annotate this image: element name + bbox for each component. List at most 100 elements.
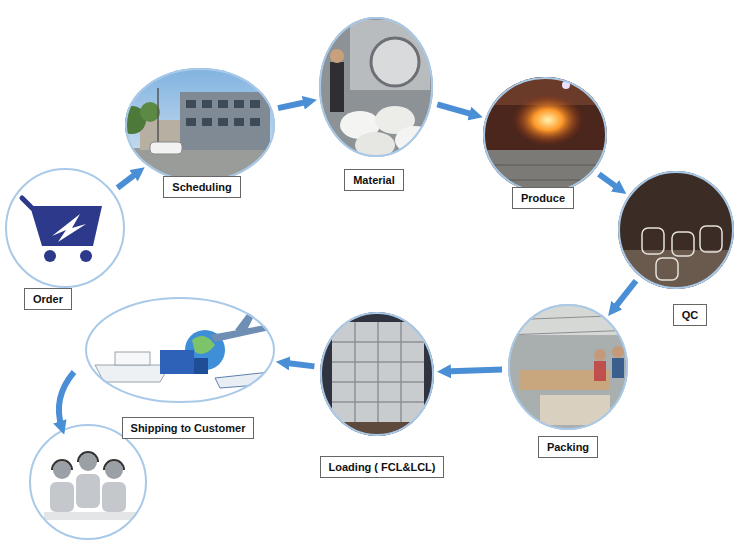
step-label: Shipping to Customer — [122, 417, 255, 439]
picture-part — [612, 346, 624, 358]
picture-part — [642, 228, 664, 254]
picture-part — [186, 118, 196, 126]
picture-part — [218, 118, 228, 126]
picture-part — [53, 461, 71, 479]
picture-part — [315, 15, 440, 160]
picture-part — [505, 300, 635, 435]
step-label: Produce — [512, 187, 574, 209]
picture-part — [186, 100, 196, 108]
picture-part — [400, 322, 402, 422]
picture-part — [150, 142, 182, 154]
flow-arrow — [437, 104, 476, 115]
process-step: QC — [618, 171, 734, 289]
picture-part — [102, 482, 126, 512]
picture-part — [656, 258, 678, 280]
step-circle-outline — [320, 18, 432, 156]
picture-part — [157, 88, 159, 150]
step-circle-outline — [126, 69, 274, 181]
step-circle-outline — [6, 169, 124, 287]
picture-part — [480, 165, 610, 166]
step-label: Order — [24, 288, 72, 310]
step-circle — [319, 17, 433, 157]
picture-part — [234, 100, 244, 108]
picture-part — [354, 322, 356, 422]
picture-part — [186, 100, 260, 126]
step-circle — [5, 168, 125, 288]
picture-part — [80, 295, 280, 405]
picture-part — [194, 358, 208, 374]
picture-part — [44, 250, 56, 262]
picture-part — [318, 422, 438, 442]
picture-part — [594, 349, 606, 361]
picture-part — [330, 62, 344, 112]
picture-part — [105, 461, 123, 479]
service-circle-outline — [30, 425, 146, 539]
process-step: Shipping to Customer — [85, 297, 275, 403]
furnace-picture — [480, 75, 610, 195]
picture-part — [76, 474, 100, 508]
process-step: Material — [319, 17, 433, 157]
step-label: Loading ( FCL&LCL) — [320, 456, 445, 478]
flow-arrow — [59, 372, 74, 428]
picture-part — [192, 336, 215, 354]
process-step: Produce — [483, 77, 607, 193]
picture-part — [202, 118, 212, 126]
picture-part — [0, 160, 130, 290]
picture-part — [377, 322, 379, 422]
picture-part — [700, 226, 722, 252]
picture-part — [140, 102, 160, 122]
step-circle-outline — [321, 313, 433, 435]
picture-part — [615, 170, 740, 295]
flow-arrow — [599, 174, 621, 190]
picture-part — [594, 361, 606, 381]
glass-inspection-picture — [615, 170, 740, 295]
process-step: Loading ( FCL&LCL) — [320, 312, 434, 436]
step-circle — [618, 171, 734, 289]
picture-part — [180, 92, 270, 150]
step-circle — [125, 68, 275, 182]
picture-part — [80, 250, 92, 262]
picture-part — [50, 474, 126, 512]
picture-part — [104, 460, 124, 470]
packing-workshop-picture — [505, 300, 635, 435]
picture-part — [95, 365, 170, 382]
picture-part — [250, 100, 260, 108]
process-step: Packing — [508, 304, 628, 430]
flow-arrow — [278, 101, 310, 108]
picture-part — [50, 482, 74, 512]
picture-part — [350, 20, 430, 90]
picture-part — [115, 352, 150, 365]
picture-part — [30, 206, 102, 246]
picture-part — [160, 350, 194, 374]
picture-part — [612, 358, 624, 378]
picture-part — [52, 452, 124, 470]
service-circle — [30, 425, 146, 539]
picture-part — [234, 118, 244, 126]
step-circle — [508, 304, 628, 430]
flow-arrow — [444, 369, 502, 371]
customer-service-picture — [44, 452, 136, 520]
step-circle — [320, 312, 434, 436]
step-circle — [483, 77, 607, 193]
picture-part — [318, 310, 438, 440]
flow-arrow — [117, 171, 139, 188]
step-circle-outline — [484, 78, 606, 192]
step-circle-outline — [619, 172, 733, 288]
picture-part — [642, 226, 722, 280]
process-step: Scheduling — [125, 68, 275, 182]
picture-part — [330, 49, 344, 63]
picture-part — [52, 460, 72, 470]
picture-part — [78, 452, 98, 462]
picture-part — [480, 180, 610, 181]
flow-arrow — [612, 281, 636, 311]
picture-part — [512, 94, 584, 146]
picture-part — [202, 100, 212, 108]
picture-part — [332, 322, 424, 422]
material-picture — [315, 15, 440, 160]
transport-picture — [80, 295, 280, 405]
picture-part — [52, 214, 86, 242]
picture-part — [218, 100, 228, 108]
factory-building-picture — [118, 66, 280, 188]
picture-part — [672, 232, 694, 256]
